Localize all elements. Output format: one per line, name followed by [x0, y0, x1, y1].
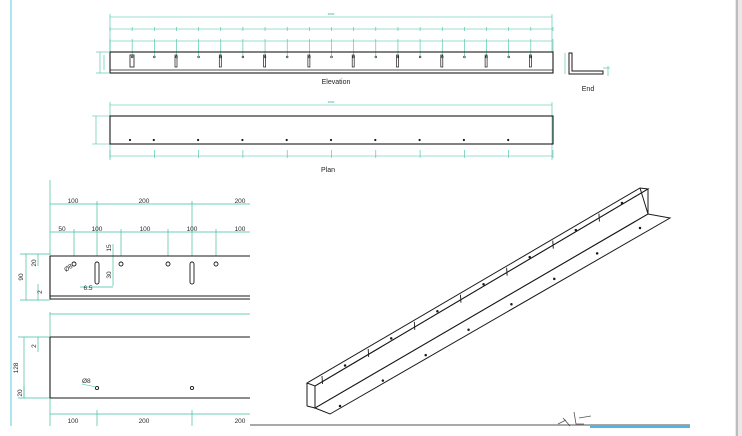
detail-dim-100c: 100 — [187, 226, 198, 233]
bottom-accent-bar — [590, 425, 690, 428]
detail-dim-2: 2 — [37, 290, 44, 294]
end-label: End — [582, 86, 595, 93]
detail-plan-dim-100: 100 — [68, 418, 79, 425]
svg-text:3000: 3000 — [328, 12, 335, 16]
detail-dim-100b: 100 — [140, 226, 151, 233]
detail-dim-50: 50 — [58, 226, 66, 233]
elevation-outline — [109, 51, 554, 74]
plan-view: 3000 Plan — [92, 100, 554, 174]
detail-plan: 2 128 20 Ø8 100 200 200 — [13, 312, 250, 426]
isometric-view — [305, 187, 672, 415]
end-view: End — [564, 52, 610, 93]
detail-dim-100a: 100 — [92, 226, 103, 233]
elevation-label: Elevation — [322, 79, 351, 86]
detail-hole-dia: Ø8 — [63, 263, 74, 274]
detail-elevation: 100 200 200 50 100 100 100 100 20 90 2 1… — [18, 180, 250, 301]
plan-label: Plan — [321, 167, 335, 174]
detail-plan-dim-200a: 200 — [139, 418, 150, 425]
detail-dim-100: 100 — [68, 198, 79, 205]
detail-plan-dim-128: 128 — [13, 362, 20, 373]
detail-dim-90: 90 — [18, 273, 25, 281]
detail-plan-dim-200b: 200 — [235, 418, 246, 425]
detail-dim-6-5: 6.5 — [83, 285, 92, 292]
elevation-view: 3000 Elevation — [96, 12, 554, 86]
plan-outline — [109, 115, 554, 145]
right-scrollbar[interactable] — [735, 0, 742, 436]
detail-plan-dim-20: 20 — [17, 389, 24, 397]
detail-dim-200a: 200 — [139, 198, 150, 205]
detail-dim-100d: 100 — [235, 226, 246, 233]
detail-plan-dim-2: 2 — [31, 344, 38, 348]
detail-dim-30: 30 — [106, 271, 113, 279]
detail-dim-20: 20 — [31, 259, 38, 267]
signature — [557, 411, 592, 427]
detail-plan-hole-dia: Ø8 — [82, 378, 91, 385]
detail-dim-200b: 200 — [235, 198, 246, 205]
detail-dim-15: 15 — [106, 244, 113, 252]
svg-text:3000: 3000 — [328, 100, 335, 104]
